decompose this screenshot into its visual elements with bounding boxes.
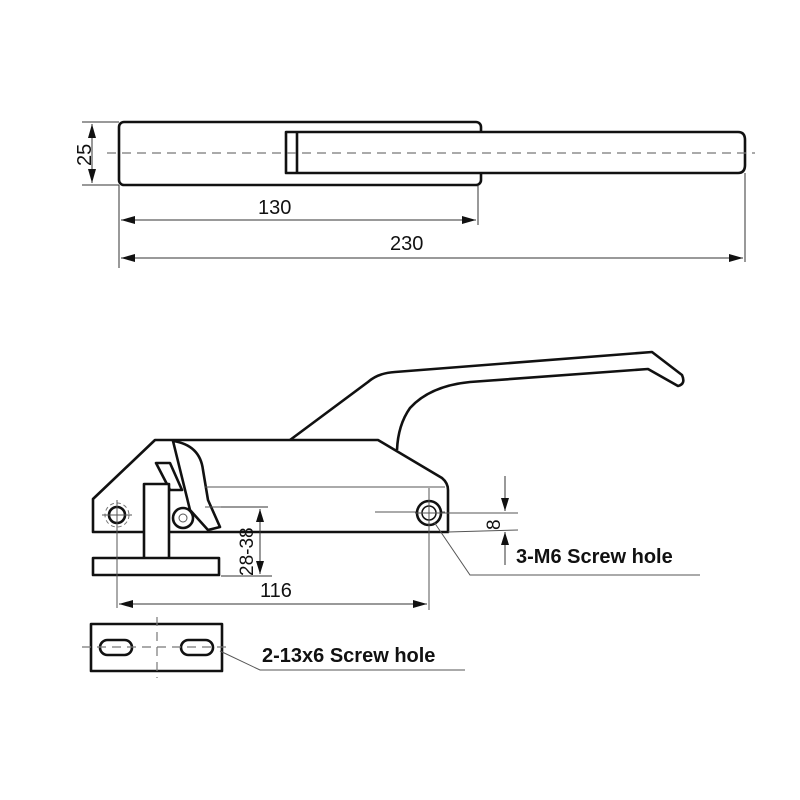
side-view: 8 3-M6 Screw hole 28-38 116: [91, 350, 700, 610]
screw-hole-leader: [433, 521, 700, 576]
dim-hole-offset: 8: [484, 519, 505, 530]
top-view: 25 130 230: [74, 120, 755, 268]
dim-hole-spacing: 116: [260, 580, 292, 602]
dim-slot-length: 130: [258, 197, 291, 219]
roller: [171, 506, 195, 530]
screw-hole-label: 3-M6 Screw hole: [516, 546, 673, 568]
slot-leader: [219, 650, 465, 671]
slot-label: 2-13x6 Screw hole: [262, 645, 435, 667]
hook-cam: [171, 439, 222, 532]
strike-tongue: [154, 461, 184, 492]
dim-range: 28-38: [237, 527, 258, 576]
dim-height: 25: [74, 144, 96, 166]
handle-lever: [289, 350, 685, 451]
strike-post: [142, 482, 171, 561]
strike-base: [91, 556, 221, 577]
dim-total-length: 230: [390, 233, 423, 255]
strike-plate-view: 2-13x6 Screw hole: [82, 617, 465, 678]
